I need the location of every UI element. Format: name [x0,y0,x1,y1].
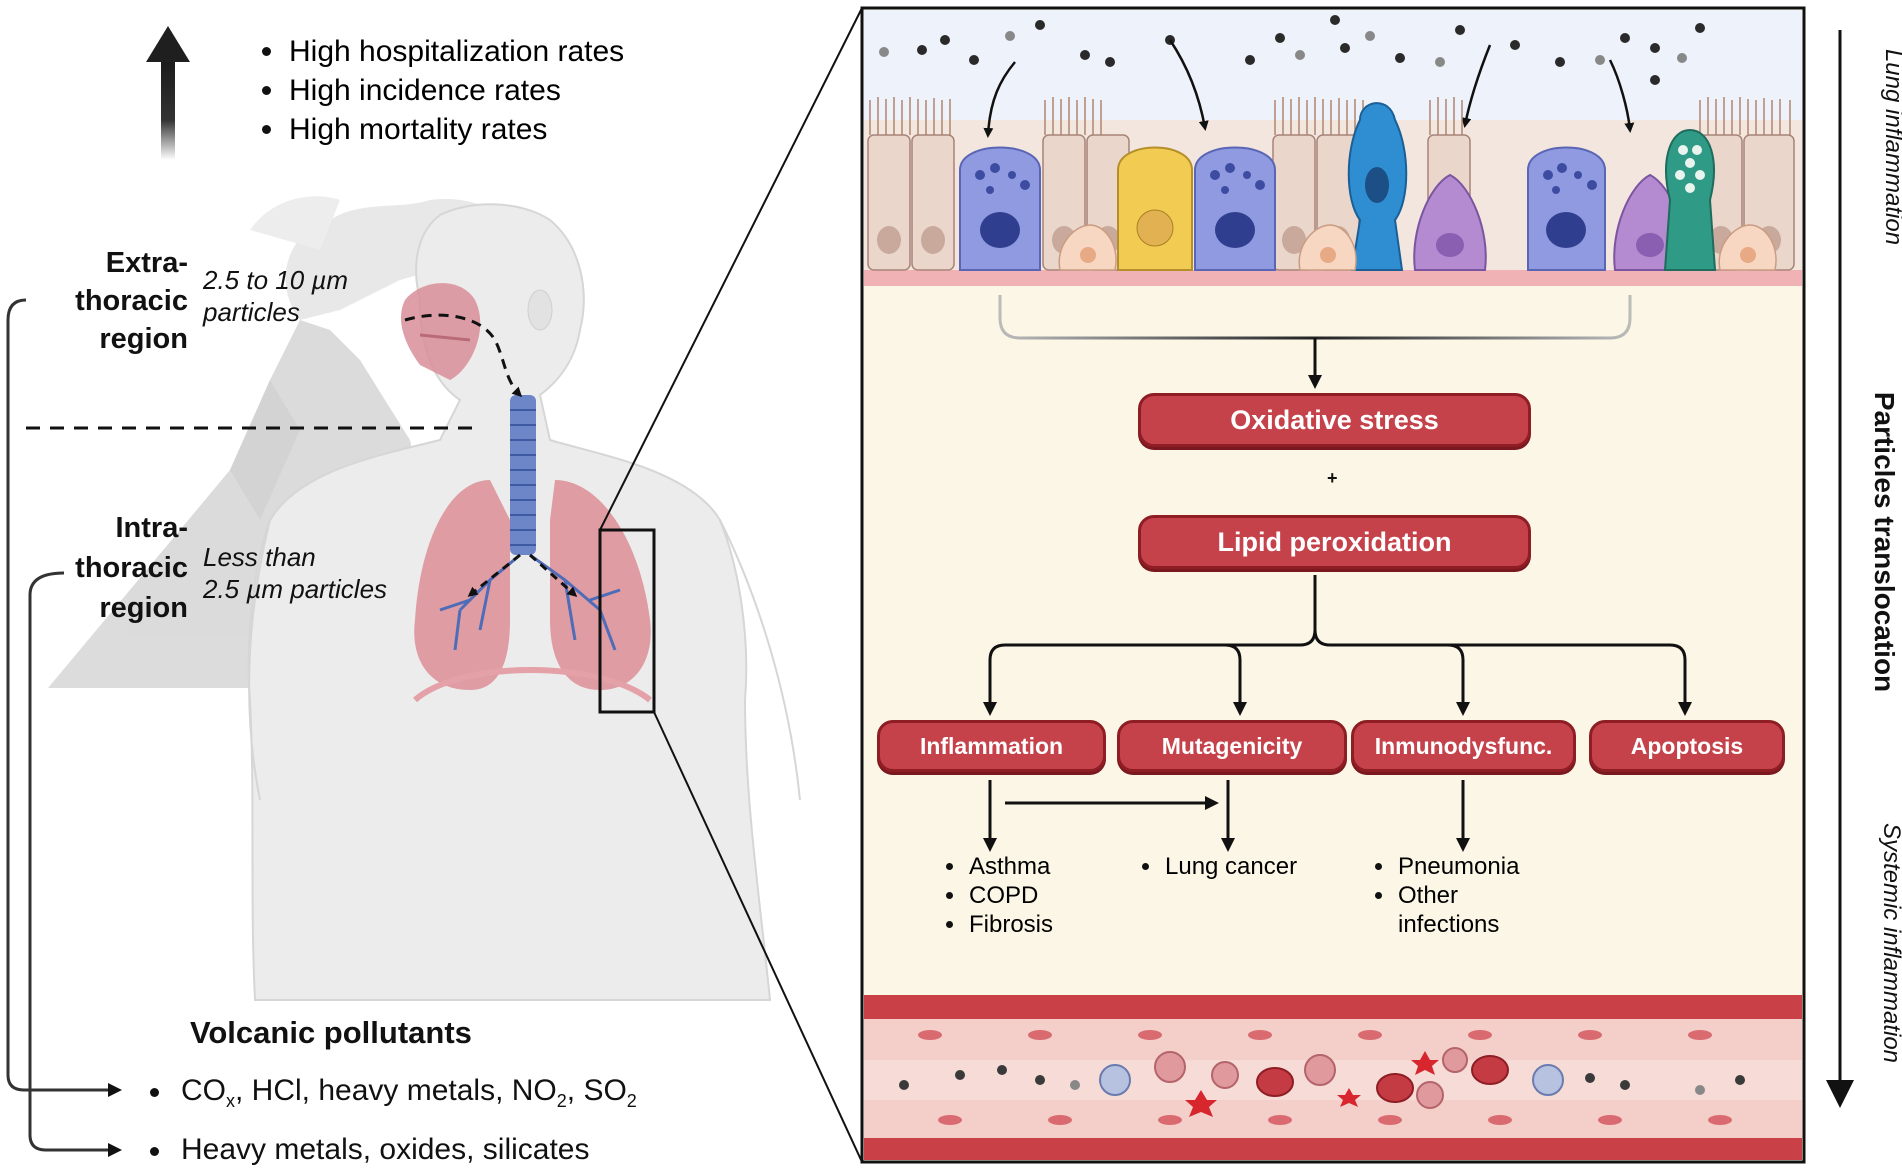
extrathoracic-line1: Extra- [105,247,188,279]
lung-inflammation-label: Lung inflammation [1880,48,1902,246]
list-item: Asthma [946,852,1053,881]
particles-translocation-label: Particles translocation [1869,391,1900,693]
effects-tree [983,575,1692,716]
particle-inhalation-arrows [983,39,1635,138]
immuno-outcomes: Pneumonia Other infections [1375,852,1519,939]
outcome-incidence: High incidence rates [289,74,561,107]
extrathoracic-particles-line2: particles [203,297,300,327]
outcome-arrows [983,780,1470,852]
human-body-illustration [247,203,801,1001]
cilia [869,97,1791,135]
extrathoracic-line3: region [99,323,188,355]
intrathoracic-line1: Intra- [115,512,189,544]
outcome-fibrosis: Fibrosis [969,911,1054,938]
intrathoracic-label: Intra- thoracic region [64,508,188,628]
immunodysfunction-box: Inmunodysfunc. [1351,720,1576,772]
co-subscript: x [226,1091,235,1111]
intrathoracic-line3: region [99,592,188,624]
list-item: Lung cancer [1142,852,1297,881]
lipid-peroxidation-box: Lipid peroxidation [1138,515,1531,569]
mutagenicity-box: Mutagenicity [1117,720,1347,772]
airflow-left-branch [467,553,521,597]
intrathoracic-particles-line1: Less than [203,542,316,572]
extrathoracic-particles: 2.5 to 10 µm particles [203,264,348,328]
plus-sign: + [1327,468,1338,488]
oxidative-stress-box: Oxidative stress [1138,393,1531,447]
pollutant-gases: COx, HCl, heavy metals, NO2, SO2 [150,1074,637,1112]
inflammation-box: Inflammation [877,720,1106,772]
zoom-line-top [599,7,863,531]
pollutants-title: Volcanic pollutants [190,1015,472,1050]
outcome-copd: COPD [969,882,1039,909]
extrathoracic-particles-line1: 2.5 to 10 µm [203,265,349,295]
increase-arrow-icon [146,26,190,160]
outcomes-list: High hospitalization rates High incidenc… [262,32,624,149]
blood-vessel [864,995,1802,1160]
inflammation-outcomes: Asthma COPD Fibrosis [946,852,1053,939]
airflow-path [404,313,523,398]
systemic-inflammation-label: Systemic inflammation [1878,822,1902,1064]
co-text: CO [181,1074,226,1107]
extrathoracic-connector [6,298,122,1097]
intrathoracic-particles: Less than 2.5 µm particles [203,541,387,605]
solids-text: Heavy metals, oxides, silicates [181,1133,590,1166]
zoom-box [598,528,656,714]
outcome-asthma: Asthma [969,853,1051,880]
mutagenicity-outcomes: Lung cancer [1142,852,1297,881]
intrathoracic-line2: thoracic [75,552,188,584]
outcome-other: Other [1398,882,1459,909]
list-item: High hospitalization rates [262,32,624,71]
outcome-pneumonia: Pneumonia [1398,853,1520,880]
translocation-arrow-icon [1826,30,1854,1108]
apoptosis-box: Apoptosis [1589,720,1785,772]
outcome-mortality: High mortality rates [289,113,548,146]
intrathoracic-particles-line2: 2.5 µm particles [203,574,388,604]
no-subscript: 2 [556,1091,567,1111]
extrathoracic-label: Extra- thoracic region [64,244,188,358]
epithelial-cells [867,102,1795,271]
outcome-hospitalization: High hospitalization rates [289,35,625,68]
so-subscript: 2 [626,1091,637,1111]
list-item: High incidence rates [262,71,624,110]
zoom-line-bottom [653,711,863,1163]
pollutant-solids: Heavy metals, oxides, silicates [150,1133,590,1167]
list-item: Fibrosis [946,910,1053,939]
gases-mid-text: , HCl, heavy metals, NO [235,1074,557,1107]
list-item: Other [1375,881,1519,910]
list-item: COPD [946,881,1053,910]
particles [879,15,1705,85]
intrathoracic-connector [28,571,122,1157]
list-item: infections [1375,910,1519,939]
extrathoracic-line2: thoracic [75,285,188,317]
outcome-lung-cancer: Lung cancer [1165,853,1298,880]
so-text: , SO [566,1074,627,1107]
outcome-infections: infections [1398,911,1500,938]
list-item: Pneumonia [1375,852,1519,881]
airflow-right-branch [529,553,578,597]
list-item: High mortality rates [262,110,624,149]
